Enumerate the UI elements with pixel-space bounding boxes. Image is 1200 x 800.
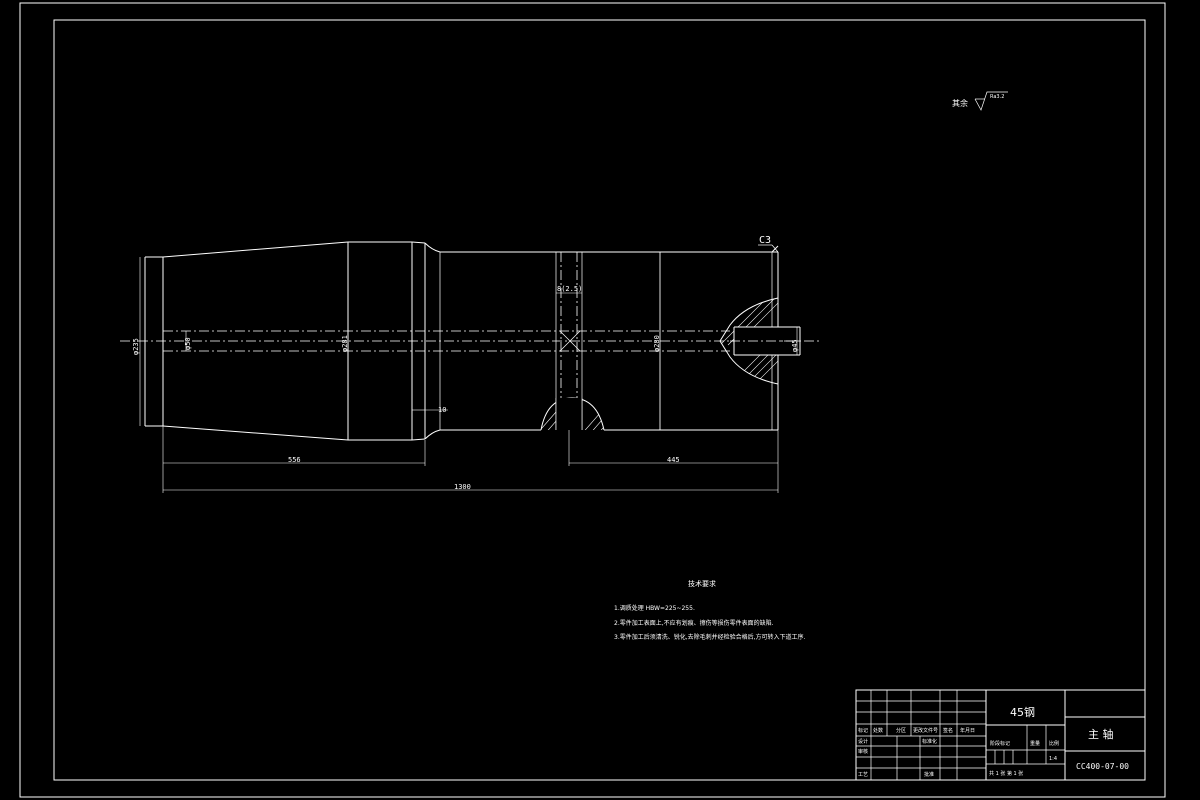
dim-dia-left: φ235	[132, 257, 141, 426]
dim-groove: 8(2.5)	[556, 285, 582, 294]
tech-requirements: 技术要求 1.调质处理 HBW=225~255. 2.零件加工表面上,不应有划痕…	[614, 579, 806, 641]
dim-len-left: 556	[162, 426, 426, 493]
roughness-prefix: 其余	[952, 98, 968, 108]
chamfer-label: C3	[759, 235, 771, 246]
dim-dia-thread: φ45	[791, 327, 799, 355]
tb-header-count: 处数	[873, 727, 883, 734]
tb-material: 45钢	[1010, 706, 1035, 719]
roughness-check-icon	[974, 91, 1008, 111]
len-right-label: 445	[667, 456, 680, 464]
dia-thread-label: φ45	[791, 339, 799, 352]
tb-scale-label: 比例	[1049, 740, 1059, 747]
step-label: 10	[438, 406, 446, 414]
tech-item-3: 3.零件加工后须清洗、锐化,去除毛刺并经检验合格后,方可转入下道工序.	[614, 633, 806, 641]
tb-stage-label: 阶段标记	[990, 740, 1010, 747]
tb-std-label: 标准化	[922, 738, 937, 745]
len-total-label: 1300	[454, 483, 471, 491]
dim-len-right: 445	[568, 430, 779, 493]
tb-scale-value: 1:4	[1049, 756, 1057, 762]
tb-drawing-no: CC400-07-00	[1076, 762, 1129, 771]
groove-label: 8(2.5)	[557, 285, 582, 293]
dim-dia-right: φ280	[653, 252, 661, 430]
dim-dia-bore: φ50	[184, 331, 192, 351]
tb-header-sign: 签名	[943, 727, 953, 734]
tech-item-1: 1.调质处理 HBW=225~255.	[614, 604, 695, 612]
tb-design-label: 设计	[858, 738, 868, 745]
dim-dia-middle: φ281	[341, 250, 349, 432]
roughness-value: Ra3.2	[990, 94, 1004, 100]
tb-header-mark: 标记	[858, 727, 868, 734]
sheet-border	[19, 2, 1166, 798]
tech-title: 技术要求	[688, 579, 716, 588]
title-block: 标记 处数 分区 更改文件号 签名 年月日 设计 标准化 审核 工艺 批准 45…	[855, 689, 1146, 781]
tb-header-date: 年月日	[960, 727, 975, 734]
tech-item-2: 2.零件加工表面上,不应有划痕、擦伤等损伤零件表面的缺陷.	[614, 619, 774, 627]
dia-bore-label: φ50	[184, 337, 192, 350]
tb-weight-label: 重量	[1030, 740, 1040, 747]
tb-review-label: 审核	[858, 748, 868, 755]
len-left-label: 556	[288, 456, 301, 464]
dia-middle-label: φ281	[341, 335, 349, 352]
roughness-symbol: 其余 Ra3.2	[952, 91, 1008, 111]
cross-hole-section	[540, 397, 605, 431]
dia-left-label: φ235	[132, 338, 140, 355]
tb-header-docno: 更改文件号	[913, 727, 938, 734]
threaded-hole-section	[719, 297, 801, 385]
dim-step: 10	[412, 406, 448, 414]
tb-part-name: 主 轴	[1088, 727, 1114, 741]
tb-approve-label: 批准	[924, 771, 934, 778]
dim-len-total: 1300	[163, 483, 778, 491]
dia-right-label: φ280	[653, 335, 661, 352]
frame-border	[53, 19, 1146, 781]
tb-sheets: 共 1 张 第 1 张	[989, 770, 1023, 777]
tb-process-label: 工艺	[858, 772, 868, 778]
tb-header-zone: 分区	[896, 727, 906, 734]
